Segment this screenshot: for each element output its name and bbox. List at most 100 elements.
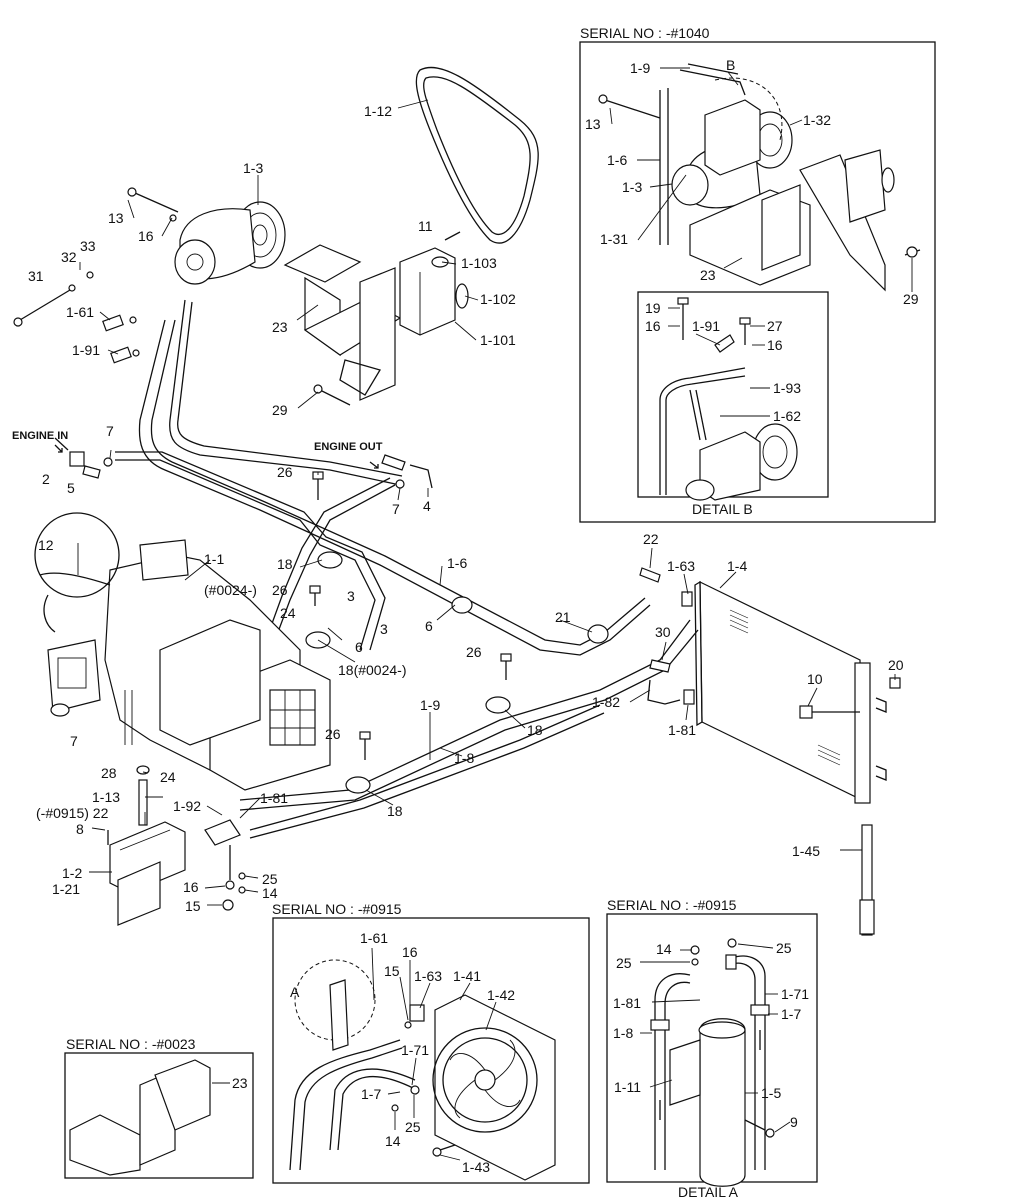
part-label: 1-91 [692, 318, 721, 334]
part-label: 2 [42, 471, 50, 487]
part-label: 1-81 [613, 995, 642, 1011]
part-label: 31 [28, 268, 44, 284]
part-label: 1-3 [622, 179, 643, 195]
part-label: 1-8 [454, 750, 475, 766]
part-label: 23 [272, 319, 288, 335]
caption-serial-1040: SERIAL NO : -#1040 [580, 25, 710, 41]
part-label: 1-6 [607, 152, 628, 168]
label-engine-in: ENGINE IN [12, 430, 69, 442]
fan [432, 1027, 538, 1133]
part-label: 1-101 [480, 332, 516, 348]
part-label: 1-7 [361, 1086, 382, 1102]
part-label: 14 [385, 1133, 401, 1149]
part-label: 1-102 [480, 291, 516, 307]
part-label: 1-71 [401, 1042, 430, 1058]
expansion-valve [399, 247, 456, 336]
caption-serial-0023: SERIAL NO : -#0023 [66, 1036, 196, 1052]
part-label: 29 [272, 402, 288, 418]
leader-lines [79, 67, 913, 1161]
part-label: 23 [700, 267, 716, 283]
part-label: 16 [645, 318, 661, 334]
label-engine-out: ENGINE OUT [314, 441, 383, 453]
part-label: 7 [106, 423, 114, 439]
fan-shroud [434, 994, 556, 1181]
caption-serial-0915-left: SERIAL NO : -#0915 [272, 901, 402, 917]
panel-serial-0915-left-frame [272, 917, 590, 1184]
part-label: 1-61 [360, 930, 389, 946]
part-label: 16 [138, 228, 154, 244]
part-label: 11 [418, 218, 433, 234]
compressor-bracket [283, 244, 362, 283]
panel-serial-0023-frame [64, 1052, 254, 1179]
part-label: 24 [280, 605, 296, 621]
panel-detail-b-frame [637, 291, 829, 498]
part-label: 1-13 [92, 789, 121, 805]
part-label: 9 [790, 1114, 798, 1130]
part-label: 1-71 [781, 986, 810, 1002]
part-label: 1-92 [173, 798, 202, 814]
part-label: 15 [185, 898, 201, 914]
part-label: 30 [655, 624, 671, 640]
part-label: 18 [527, 722, 543, 738]
part-label: 14 [656, 941, 672, 957]
part-label: 3 [380, 621, 388, 637]
detail-circle-12 [34, 512, 120, 598]
part-label: 21 [555, 609, 571, 625]
pipe-1-13 [138, 779, 148, 826]
dashed-circle-b [714, 77, 783, 141]
part-label: 23 [232, 1075, 248, 1091]
part-label: 27 [767, 318, 783, 334]
part-label: 12 [38, 537, 54, 553]
part-label: 18 [387, 803, 403, 819]
condenser [699, 581, 863, 801]
part-label: 1-4 [727, 558, 748, 574]
part-label: 25 [405, 1119, 421, 1135]
part-label: 16 [767, 337, 783, 353]
part-label: 7 [392, 501, 400, 517]
part-label: 19 [645, 300, 661, 316]
part-label: 1-62 [773, 408, 802, 424]
part-label: 25 [616, 955, 632, 971]
heater-hose-in [115, 459, 376, 651]
part-label: 1-42 [487, 987, 516, 1003]
part-label: 25 [262, 871, 278, 887]
part-label: 6 [425, 618, 433, 634]
hose-discharge [169, 299, 401, 486]
bracket-23-alt [69, 1114, 141, 1176]
caption-detail-a: DETAIL A [678, 1184, 738, 1200]
part-label: 24 [160, 769, 176, 785]
part-label: 1-1 [204, 551, 225, 567]
part-label: B [726, 57, 736, 73]
hose-suction [138, 319, 651, 656]
part-label: 1-21 [52, 881, 81, 897]
hose-1-8 [249, 704, 601, 831]
part-label: 1-81 [668, 722, 697, 738]
part-label: A [290, 984, 300, 1000]
condenser-fin-hatch [729, 609, 841, 766]
part-label: 1-31 [600, 231, 629, 247]
part-label: 32 [61, 249, 77, 265]
part-label: 18(#0024-) [338, 662, 407, 678]
part-label: 1-9 [630, 60, 651, 76]
part-label: 8 [76, 821, 84, 837]
heater-hose-out [274, 484, 396, 641]
part-label: 1-43 [462, 1159, 491, 1175]
part-label: 1-63 [667, 558, 696, 574]
part-label: 1-45 [792, 843, 821, 859]
part-label: 1-63 [414, 968, 443, 984]
part-label: 1-93 [773, 380, 802, 396]
part-label: 18 [277, 556, 293, 572]
dashed-circle-a [294, 959, 376, 1041]
part-label: 26 [325, 726, 341, 742]
part-label: 3 [347, 588, 355, 604]
part-label: 1-2 [62, 865, 83, 881]
part-label: 1-11 [614, 1079, 641, 1095]
part-label: 1-41 [453, 968, 482, 984]
part-label: 29 [903, 291, 919, 307]
part-label: 1-91 [72, 342, 101, 358]
part-label: 26 [277, 464, 293, 480]
tube-1-45 [861, 824, 873, 936]
caption-serial-0915-right: SERIAL NO : -#0915 [607, 897, 737, 913]
caption-detail-b: DETAIL B [692, 501, 753, 517]
